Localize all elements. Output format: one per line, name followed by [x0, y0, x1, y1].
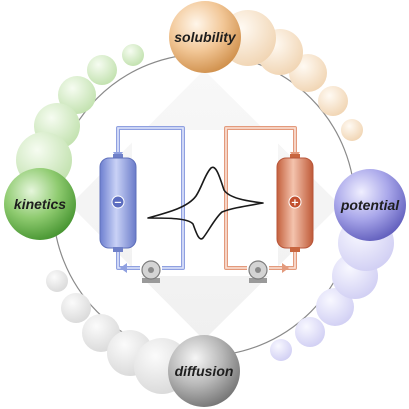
- kinetics-sphere: [4, 168, 76, 240]
- diffusion-sphere: [168, 335, 240, 407]
- kinetics-bubbles: [4, 44, 144, 240]
- positive-flow-loop-inner: [225, 127, 296, 269]
- bubble: [46, 270, 68, 292]
- positive-tank: +: [276, 154, 314, 252]
- positive-pump-icon: [248, 260, 268, 283]
- negative-sign: −: [114, 198, 122, 209]
- bubble: [58, 76, 96, 114]
- bubble: [122, 44, 144, 66]
- bubble: [341, 119, 363, 141]
- negative-terminal-icon: [111, 195, 125, 209]
- bubble: [270, 339, 292, 361]
- diffusion-bubbles: [46, 270, 240, 407]
- negative-return-arrow: [120, 263, 127, 273]
- kinetics-label: kinetics: [14, 196, 66, 212]
- diagram-center-panel: [132, 130, 278, 276]
- positive-sign: +: [291, 198, 299, 209]
- positive-return-arrow: [282, 263, 289, 273]
- solubility-bubbles: [169, 1, 363, 141]
- potential-bubbles: [270, 169, 406, 361]
- solubility-label: solubility: [174, 29, 237, 45]
- bubble: [295, 317, 325, 347]
- potential-label: potential: [340, 197, 400, 213]
- bubble: [316, 288, 354, 326]
- negative-tank: −: [99, 154, 137, 252]
- bubble: [61, 293, 91, 323]
- positive-terminal-icon: [288, 195, 302, 209]
- solubility-sphere: [169, 1, 241, 73]
- bubble: [318, 86, 348, 116]
- negative-flow-loop-inner: [117, 127, 184, 269]
- cyclic-voltammogram-curve: [147, 166, 264, 240]
- bubble: [87, 55, 117, 85]
- potential-sphere: [334, 169, 406, 241]
- diffusion-label: diffusion: [175, 363, 234, 379]
- negative-pump-icon: [141, 260, 161, 283]
